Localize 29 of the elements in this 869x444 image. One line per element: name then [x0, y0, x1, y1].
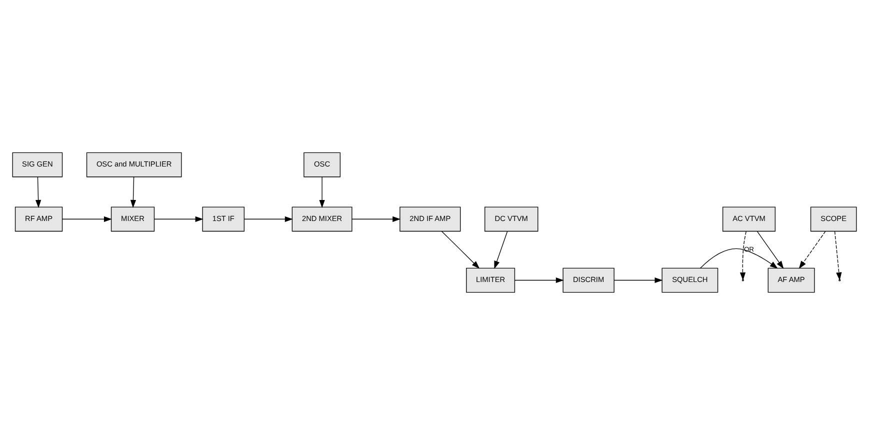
node-box: 2ND IF AMP	[400, 206, 461, 232]
arrow	[441, 230, 480, 268]
arrow	[62, 216, 112, 222]
arrow	[352, 216, 401, 222]
arrow	[798, 230, 826, 268]
arrow	[756, 230, 784, 268]
node-box: SCOPE	[810, 206, 857, 232]
node-box: 1ST IF	[202, 206, 245, 232]
node-box: MIXER	[110, 206, 155, 232]
node-box: RF AMP	[14, 206, 63, 232]
node-box: OSC and MULTIPLIER	[86, 152, 182, 177]
arrow	[319, 176, 325, 208]
node-box: OSC	[304, 152, 341, 177]
node-box: LIMITER	[466, 267, 516, 292]
arrow	[494, 230, 508, 269]
node-box: AF AMP	[768, 267, 815, 292]
arrow	[130, 176, 136, 208]
node-box: SIG GEN	[12, 152, 63, 177]
arrow	[35, 176, 42, 208]
node-box: DISCRIM	[562, 267, 614, 292]
node-box: SQUELCH	[662, 267, 718, 292]
arrow	[614, 276, 663, 283]
arrow	[244, 216, 293, 222]
arrow	[154, 216, 204, 222]
arrow	[700, 248, 778, 268]
node-box: DC VTVM	[484, 206, 538, 232]
node-box: AC VTVM	[722, 206, 776, 232]
arrow	[514, 276, 564, 283]
node-box: 2ND MIXER	[292, 206, 352, 232]
